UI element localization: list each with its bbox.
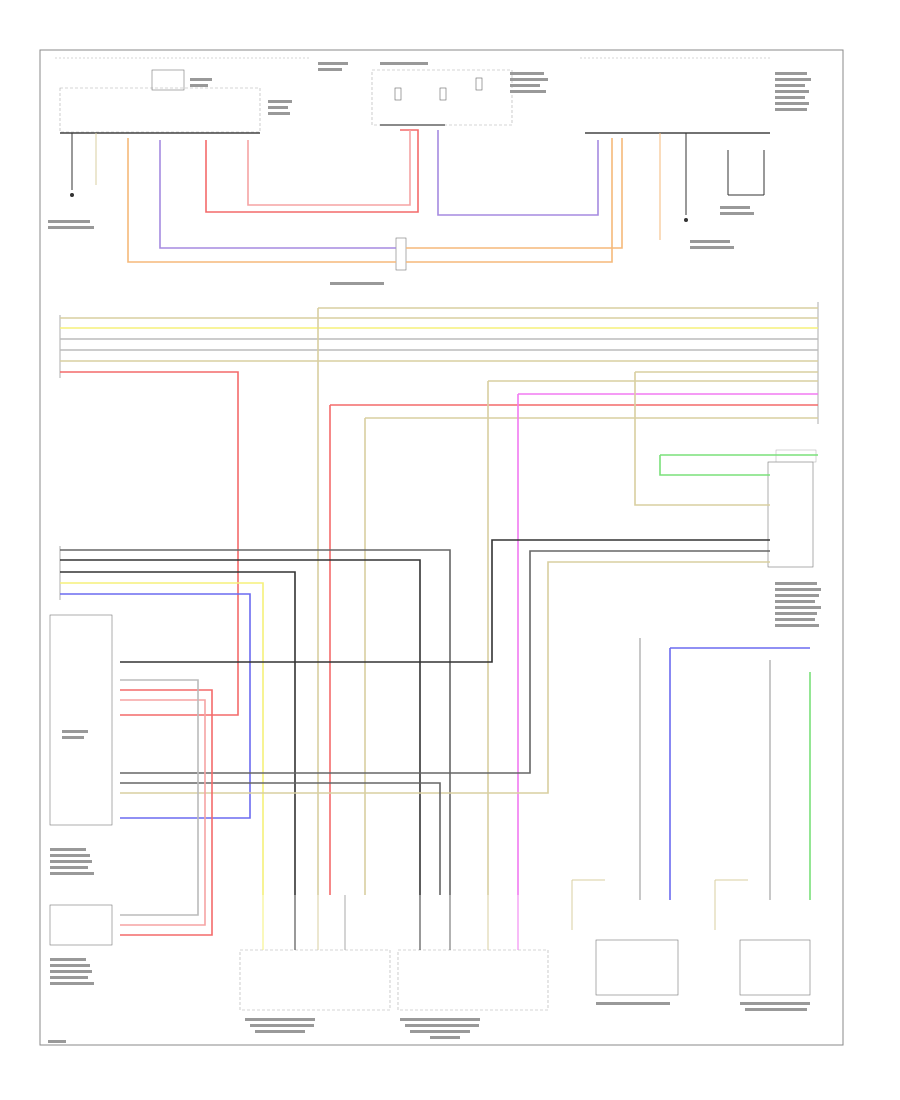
wires-layer <box>60 129 818 936</box>
wire-pink-top <box>247 130 411 206</box>
wire-pink-h <box>120 699 206 926</box>
wire-tan-f-down <box>634 372 770 506</box>
sensor-module <box>49 904 113 946</box>
seat-module-header <box>775 449 817 463</box>
relay-box-top <box>151 69 185 91</box>
wire-black-e <box>120 539 770 663</box>
wire-yellow-d <box>60 582 264 895</box>
wire-green-down <box>659 455 770 476</box>
wire-black-c <box>60 559 421 895</box>
wire-gray-c <box>60 549 451 895</box>
wire-red-top <box>205 129 419 213</box>
wire-blue-d <box>60 593 251 819</box>
fuse-center-a <box>394 87 402 101</box>
wire-orange-right <box>406 138 623 249</box>
fuse-box-center <box>371 69 513 126</box>
wire-purple-top <box>437 130 599 216</box>
wire-gray-e <box>120 550 770 774</box>
seat-control-module <box>49 614 113 826</box>
fuse-center-b <box>439 87 447 101</box>
fuse-center-c <box>475 77 483 91</box>
wire-gray-i <box>120 679 199 916</box>
seat-heater-box-1 <box>595 939 679 996</box>
wire-purple-left <box>159 140 396 249</box>
splice-connector <box>395 237 407 271</box>
wire-red-ba <box>60 371 239 716</box>
wire-orange-left <box>127 138 396 263</box>
wire-orange-left-b <box>406 138 613 263</box>
seat-motor-box-2 <box>397 949 549 1011</box>
ground-right <box>684 218 688 222</box>
tiny-labels <box>48 62 821 1043</box>
fuse-box-left <box>59 87 261 133</box>
seat-heater-box-2 <box>739 939 811 996</box>
passenger-seat-belt-switch-module <box>767 461 814 568</box>
wire-gray-f <box>120 782 441 895</box>
seat-motor-box-1 <box>239 949 391 1011</box>
wire-tan-g <box>120 561 770 794</box>
ground-left <box>70 193 74 197</box>
wire-black-d <box>60 571 296 895</box>
wire-red-h <box>120 689 213 936</box>
diagram-frame <box>39 49 844 1046</box>
